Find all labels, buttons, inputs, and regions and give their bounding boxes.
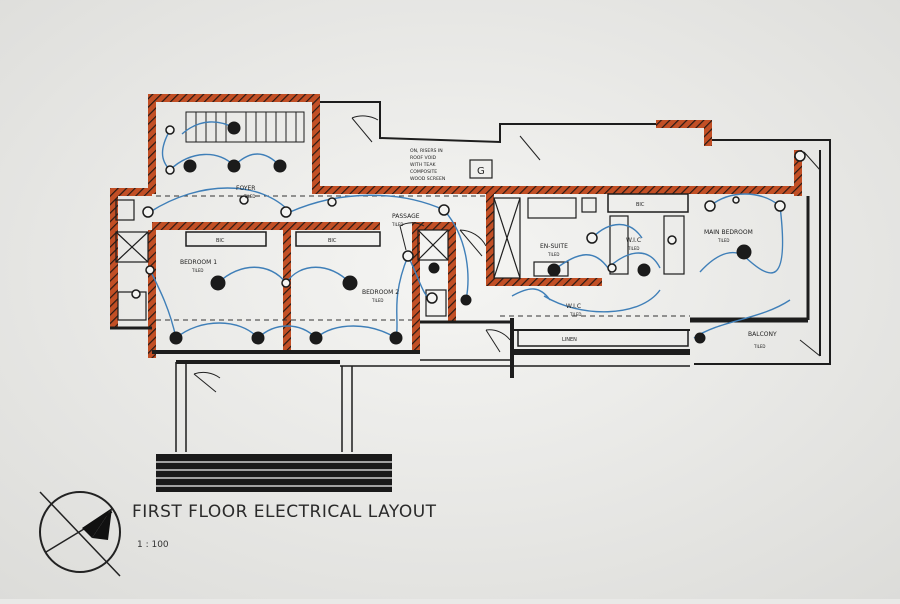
room-label-wc: W.I.C (626, 237, 641, 244)
room-label-bedroom1: BEDROOM 1 (180, 259, 217, 266)
thin-walls (110, 101, 831, 452)
svg-text:WOOD SCREEN: WOOD SCREEN (410, 176, 445, 182)
dashed-lines (156, 195, 690, 321)
svg-text:COMPOSITE: COMPOSITE (410, 169, 437, 175)
svg-text:TILED: TILED (191, 268, 203, 273)
north-arrow-icon (39, 491, 121, 577)
svg-text:TILED: TILED (569, 312, 581, 317)
section-marker: G (469, 159, 493, 179)
ensuite-fixtures (115, 197, 685, 321)
svg-text:TILED: TILED (371, 298, 383, 303)
walls (110, 94, 802, 358)
svg-text:BIC: BIC (216, 238, 225, 244)
svg-text:LINEN: LINEN (562, 337, 577, 343)
room-label-wlc: W.I.C (566, 303, 581, 310)
svg-text:BIC: BIC (328, 238, 337, 244)
room-label-main-bedroom: MAIN BEDROOM (704, 229, 753, 236)
drawing-title: FIRST FLOOR ELECTRICAL LAYOUT (132, 502, 437, 522)
foyer-tiled: TILED (243, 194, 255, 199)
switch-fixtures (131, 125, 806, 304)
doors (193, 115, 821, 393)
room-label-balcony: BALCONY (748, 331, 777, 338)
stair-treads (195, 112, 297, 142)
title-block: FIRST FLOOR ELECTRICAL LAYOUT 1 : 100 (40, 488, 460, 578)
wardrobes (185, 193, 689, 347)
room-label-ensuite: EN-SUITE (540, 243, 568, 250)
marker-label: G (477, 166, 485, 177)
svg-text:BIC: BIC (636, 202, 645, 208)
svg-text:WITH TEAK: WITH TEAK (410, 162, 436, 168)
void-note: ON, RISERS IN ROOF VOID WITH TEAK COMPOS… (410, 148, 445, 182)
svg-text:ROOF VOID: ROOF VOID (410, 155, 437, 161)
room-label-passage: PASSAGE (392, 213, 420, 220)
svg-text:ON, RISERS IN: ON, RISERS IN (410, 148, 443, 154)
svg-text:TILED: TILED (717, 238, 729, 243)
svg-text:TILED: TILED (753, 344, 765, 349)
light-fixtures (169, 121, 752, 345)
room-label-bedroom2: BEDROOM 2 (362, 289, 399, 296)
svg-text:TILED: TILED (547, 252, 559, 257)
external-stair (156, 454, 392, 492)
svg-text:TILED: TILED (391, 222, 403, 227)
room-label-foyer: FOYER (236, 185, 255, 192)
drawing-scale: 1 : 100 (137, 540, 169, 550)
wardrobe-labels: BIC BIC LINEN BIC (216, 202, 645, 343)
room-labels: FOYER TILED PASSAGE TILED BEDROOM 1 TILE… (180, 185, 777, 349)
svg-text:TILED: TILED (627, 246, 639, 251)
